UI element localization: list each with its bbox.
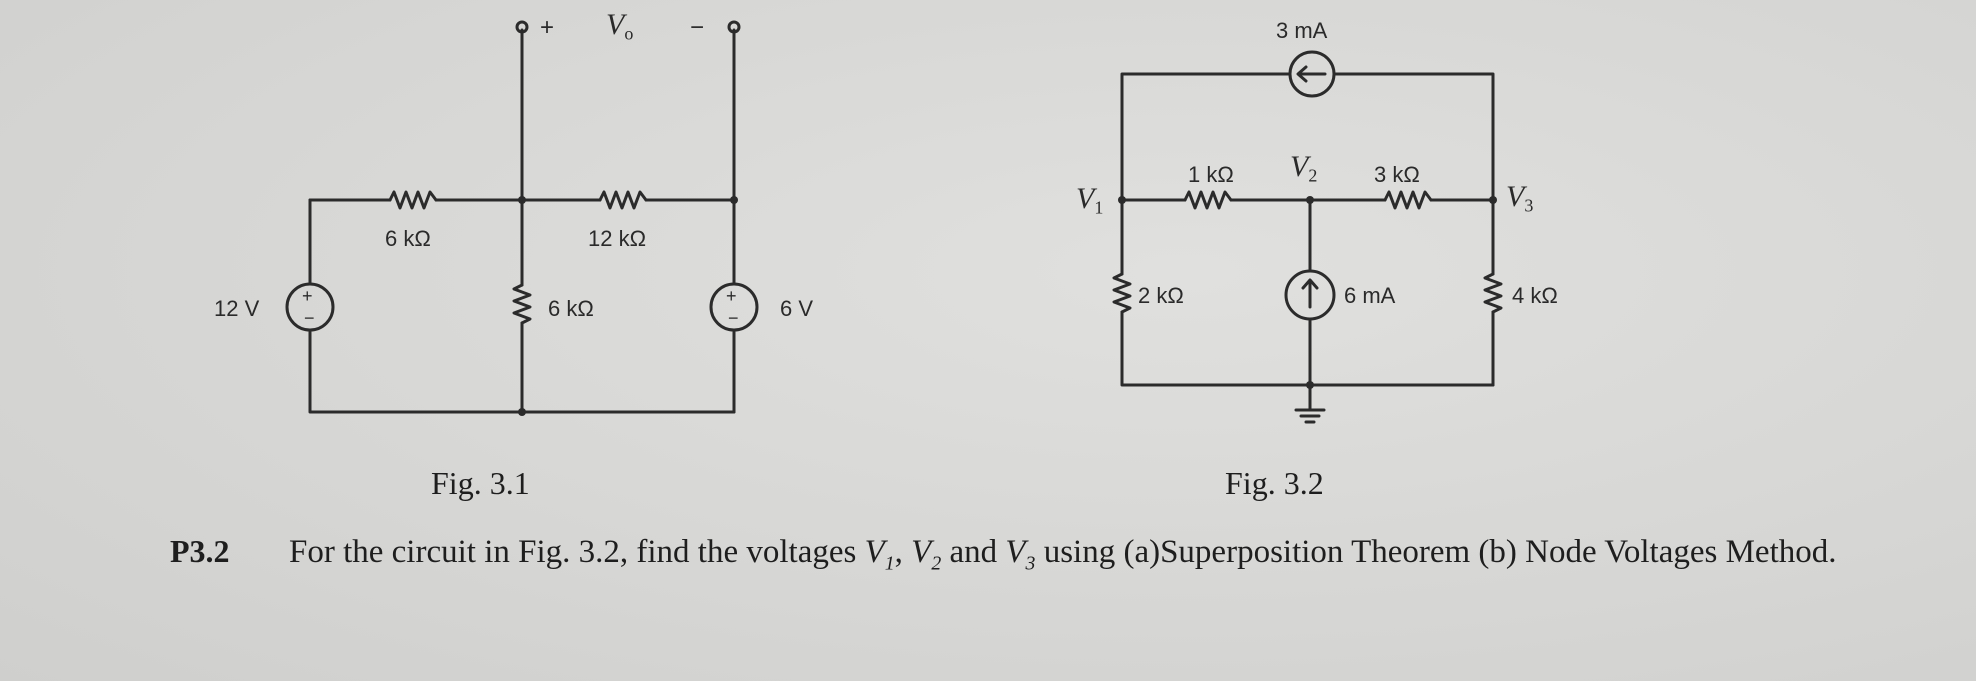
fig1-r-left-label: 6 kΩ	[385, 226, 431, 251]
fig2-current-top-label: 3 mA	[1276, 18, 1328, 43]
fig2-v2-letter: V	[1290, 150, 1309, 183]
fig2-node-v2	[1306, 196, 1314, 204]
fig2-caption: Fig. 3.2	[1225, 465, 1324, 501]
fig1-resistor-6k-left	[388, 190, 438, 210]
fig2-current-mid-label: 6 mA	[1344, 283, 1396, 308]
fig2-r-3k-label: 3 kΩ	[1374, 162, 1420, 187]
fig2-v2-subscript: 2	[1308, 165, 1318, 186]
fig2-node-bottom	[1306, 381, 1314, 389]
fig2-current-source-3ma	[1288, 50, 1336, 98]
problem-v1-sub: 1	[884, 552, 895, 575]
fig1-source-12v-symbol	[285, 282, 335, 332]
fig2-r-4k-label: 4 kΩ	[1512, 283, 1558, 308]
fig1-resistor-6k-vertical	[512, 283, 532, 325]
fig1-circuit	[285, 20, 759, 414]
fig1-source-right-label: 6 V	[780, 296, 814, 321]
fig1-vo-subscript: o	[624, 23, 634, 44]
fig1-node-bottom-mid	[518, 408, 526, 416]
problem-v3: V	[1005, 534, 1026, 570]
fig2-node-v1	[1118, 196, 1126, 204]
fig1-caption: Fig. 3.1	[431, 465, 530, 501]
fig2-node-v1-label: V1	[1076, 182, 1103, 218]
fig1-r-middle-label: 12 kΩ	[588, 226, 647, 251]
fig2-resistor-1k	[1183, 190, 1233, 210]
problem-text-part2: using (a)Superposition Theorem (b) Node …	[1035, 534, 1837, 570]
fig1-source-6v-symbol	[709, 282, 759, 332]
fig1-vo-letter: V	[606, 8, 625, 41]
problem-v3-sub: 3	[1025, 552, 1036, 575]
fig2-resistor-3k	[1383, 190, 1433, 210]
fig1-vo-plus-sign: +	[540, 14, 555, 41]
fig2-r-2k-label: 2 kΩ	[1138, 283, 1184, 308]
problem-v1: V	[864, 534, 885, 570]
problem-v2-sub: 2	[931, 552, 942, 575]
fig1-resistor-12k	[598, 190, 648, 210]
fig1-vo-minus-sign: −	[690, 14, 705, 41]
fig1-vo-minus-terminal	[727, 20, 741, 34]
fig1-node-top-mid	[518, 196, 526, 204]
fig2-left-wire-bottom	[1120, 310, 1495, 387]
fig1-12v-minus: −	[304, 308, 315, 328]
fig2-r-1k-label: 1 kΩ	[1188, 162, 1234, 187]
problem-number: P3.2	[170, 533, 230, 569]
fig2-v1-subscript: 1	[1094, 197, 1104, 218]
problem-sep2: and	[941, 534, 1006, 570]
fig2-v3-letter: V	[1506, 180, 1525, 213]
fig1-left-wire-bottom	[308, 329, 736, 414]
fig2-top-wire-left	[1120, 72, 1292, 202]
problem-sep1: ,	[894, 534, 912, 570]
fig1-vo-plus-terminal	[515, 20, 529, 34]
fig1-r-vertical-label: 6 kΩ	[548, 296, 594, 321]
fig2-node-v2-label: V2	[1290, 150, 1317, 186]
fig1-source-left-label: 12 V	[214, 296, 260, 321]
fig2-node-v3-label: V3	[1506, 180, 1533, 216]
fig2-v1-letter: V	[1076, 182, 1095, 215]
fig1-vo-label: Vo	[606, 8, 633, 44]
fig2-resistor-2k	[1112, 272, 1132, 314]
fig2-3ma-arrowhead	[1296, 65, 1308, 83]
fig1-node-top-right	[730, 196, 738, 204]
fig2-6ma-arrowhead	[1301, 278, 1319, 290]
fig1-6v-plus: +	[726, 286, 737, 306]
fig2-resistor-4k	[1483, 272, 1503, 314]
fig2-circuit	[1112, 50, 1503, 424]
problem-text-part1: For the circuit in Fig. 3.2, find the vo…	[289, 534, 865, 570]
fig2-top-wire-right	[1332, 72, 1495, 202]
fig1-12v-plus: +	[302, 286, 313, 306]
problem-text: For the circuit in Fig. 3.2, find the vo…	[289, 531, 1909, 585]
fig2-node-v3	[1489, 196, 1497, 204]
problem-v2: V	[911, 534, 932, 570]
fig1-6v-minus: −	[728, 308, 739, 328]
fig2-v3-subscript: 3	[1524, 195, 1534, 216]
